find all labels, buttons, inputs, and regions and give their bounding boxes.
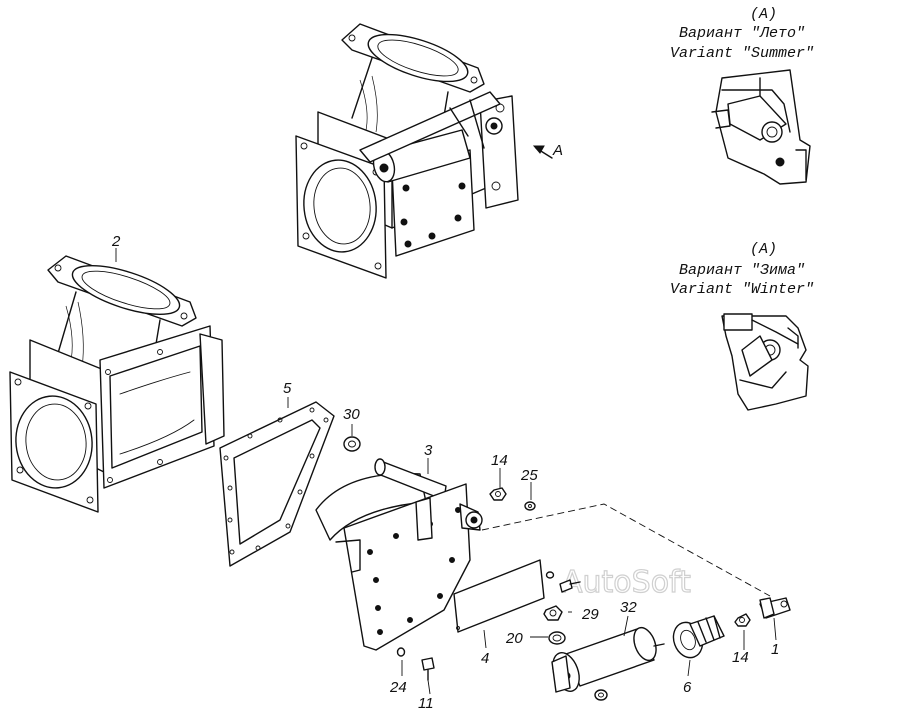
callout-24: 24 (389, 679, 407, 696)
washer-part-20 (548, 631, 566, 645)
assembled-valve (295, 23, 519, 279)
washer-part-small (545, 571, 555, 579)
bolt-part-11 (421, 657, 435, 681)
callout-3: 3 (424, 442, 433, 459)
assembly-dash-line (481, 503, 771, 597)
callout-14-lower: 14 (732, 649, 749, 666)
seal-ring-small (594, 689, 608, 701)
callout-32: 32 (620, 599, 637, 616)
bellows-part-6 (672, 615, 725, 659)
callout-1: 1 (771, 641, 779, 658)
view-arrow-a: A (532, 142, 563, 159)
callout-30: 30 (343, 406, 360, 423)
view-title-summer: (A) Вариант "Лето" Variant "Summer" (670, 6, 814, 62)
callout-4: 4 (481, 650, 489, 667)
summer-ru: Вариант "Лето" (679, 25, 805, 42)
washer-part-24 (396, 647, 406, 657)
summer-detail-view (711, 69, 811, 185)
summer-en: Variant "Summer" (670, 45, 814, 62)
housing-part-2 (9, 255, 225, 513)
washer-part-30 (343, 436, 361, 452)
callout-2: 2 (111, 233, 121, 250)
view-title-winter: (A) Вариант "Зима" Variant "Winter" (670, 241, 814, 298)
winter-ru: Вариант "Зима" (679, 262, 805, 279)
gasket-part-5 (219, 401, 335, 567)
callout-6: 6 (683, 679, 692, 696)
watermark: AutoSoft (562, 565, 691, 600)
leader-lines (115, 248, 777, 695)
cylinder-part-32 (551, 626, 665, 693)
callout-20: 20 (505, 630, 523, 647)
view-arrow-label: A (552, 142, 563, 159)
winter-en: Variant "Winter" (670, 281, 814, 298)
callout-29: 29 (581, 606, 599, 623)
summer-tag: (A) (750, 6, 777, 23)
winter-tag: (A) (750, 241, 777, 258)
callout-11: 11 (418, 695, 434, 712)
bolt-part-small (559, 579, 581, 593)
fitting-part-1 (759, 597, 791, 619)
flap-assembly-part-3 (315, 458, 483, 651)
nut-part-29 (543, 605, 563, 621)
callout-25: 25 (520, 467, 538, 484)
nut-part-14a (489, 487, 507, 501)
nut-part-14b (734, 613, 751, 627)
winter-detail-view (721, 313, 809, 411)
callout-14-upper: 14 (491, 452, 508, 469)
plate-part-4 (453, 559, 545, 633)
callout-5: 5 (283, 380, 292, 397)
washer-part-25 (524, 501, 536, 511)
